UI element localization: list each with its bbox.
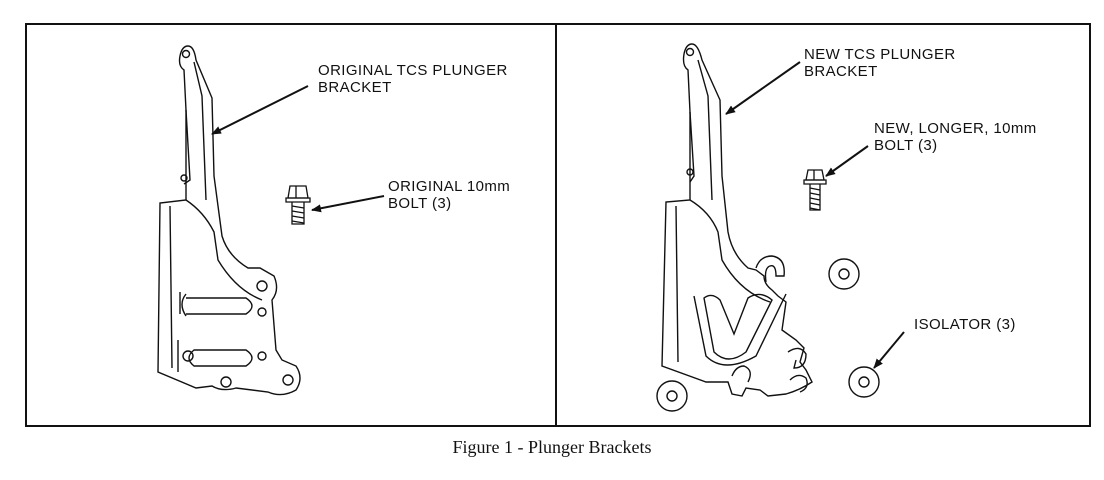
isolator-3 (848, 366, 880, 398)
new-bracket-leader-arrow (725, 61, 801, 115)
new-bolt-label-line-2: BOLT (3) (874, 137, 938, 154)
new-bolt-leader-arrow (825, 145, 869, 177)
original-plunger-bracket (157, 45, 301, 396)
isolator-2 (656, 380, 688, 412)
new-bracket-label-line-1: NEW TCS PLUNGER (804, 46, 956, 63)
new-bracket-label: NEW TCS PLUNGER BRACKET (804, 46, 956, 80)
original-bracket-leader-arrow (211, 85, 309, 135)
original-bolt-label-line-1: ORIGINAL 10mm (388, 178, 511, 195)
new-bolt-label: NEW, LONGER, 10mm BOLT (3) (874, 120, 1037, 154)
original-bolt-leader-arrow (311, 195, 385, 213)
isolator-label: ISOLATOR (3) (914, 316, 1016, 333)
new-bolt-label-line-1: NEW, LONGER, 10mm (874, 120, 1037, 137)
new-longer-10mm-bolt (803, 169, 827, 211)
new-bracket-label-line-2: BRACKET (804, 63, 878, 80)
right-panel-frame (555, 23, 1091, 427)
original-bolt-label: ORIGINAL 10mm BOLT (3) (388, 178, 510, 212)
isolator-label-text: ISOLATOR (3) (914, 316, 1016, 333)
figure-caption: Figure 1 - Plunger Brackets (452, 437, 652, 457)
isolator-leader-arrow (873, 331, 905, 369)
original-bracket-label-line-2: BRACKET (318, 79, 392, 96)
original-10mm-bolt (285, 185, 311, 225)
new-plunger-bracket (661, 43, 813, 397)
original-bracket-label: ORIGINAL TCS PLUNGER BRACKET (318, 62, 508, 96)
original-bracket-label-line-1: ORIGINAL TCS PLUNGER (318, 62, 508, 79)
isolator-1 (828, 258, 860, 290)
original-bolt-label-line-2: BOLT (3) (388, 195, 452, 212)
